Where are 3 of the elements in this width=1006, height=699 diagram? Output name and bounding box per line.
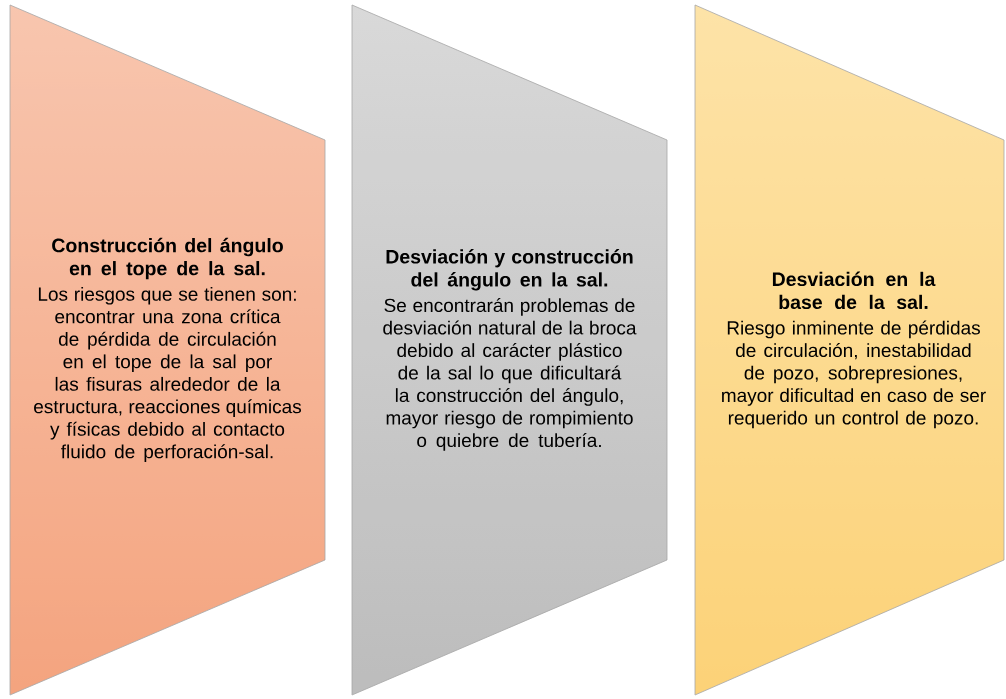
trapezoid-box: Construcción del ángulo en el tope de la sal. Los riesgos que se tienen son: encontrar una zona crítica de pérdida de circulación en el tope de la sal por las fisuras alrededor de la estructura, reacciones químicas y físicas debido al contacto fluido de perforación-sal. [9, 4, 326, 696]
trapezoid-box: Desviación y construcción del ángulo en la sal. Se encontrarán problemas de desviación natural de la broca debido al carácter plástico de la sal lo que dificultará la construcción del ángulo, mayor riesgo de rompimiento o quiebre de tubería. [351, 4, 668, 696]
trapezoid-box: Desviación en la base de la sal. Riesgo inminente de pérdidas de circulación, inestabilidad de pozo, sobrepresiones, mayor dificultad en caso de ser requerido un control de pozo. [694, 4, 1005, 696]
